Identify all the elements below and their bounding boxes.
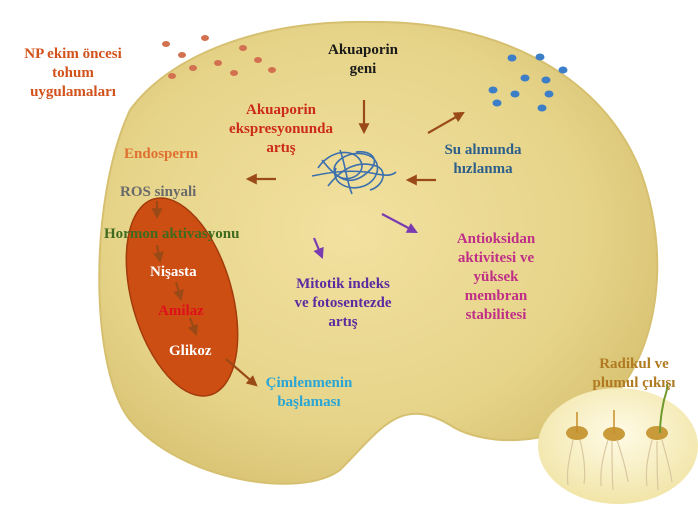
mitotic-index-label: Mitotik indeks ve fotosentezde artış [268, 275, 418, 332]
endosperm-label: Endosperm [124, 145, 234, 164]
radicle-plumule-label: Radikul ve plumul çıkışı [572, 355, 696, 393]
np-treatment-label: NP ekim öncesi tohum uygulamaları [0, 45, 146, 102]
aquaporin-gene-label: Akuaporin geni [300, 41, 426, 79]
water-uptake-label: Su alımında hızlanma [418, 141, 548, 179]
amylase-label: Amilaz [158, 302, 228, 321]
starch-label: Nişasta [150, 263, 220, 282]
germination-start-label: Çimlenmenin başlaması [254, 374, 364, 412]
glucose-label: Glikoz [169, 342, 239, 361]
antioxidant-label: Antioksidan aktivitesi ve yüksek membran… [426, 230, 566, 325]
ros-signal-label: ROS sinyali [120, 183, 240, 202]
hormone-activation-label: Hormon aktivasyonu [104, 225, 294, 244]
